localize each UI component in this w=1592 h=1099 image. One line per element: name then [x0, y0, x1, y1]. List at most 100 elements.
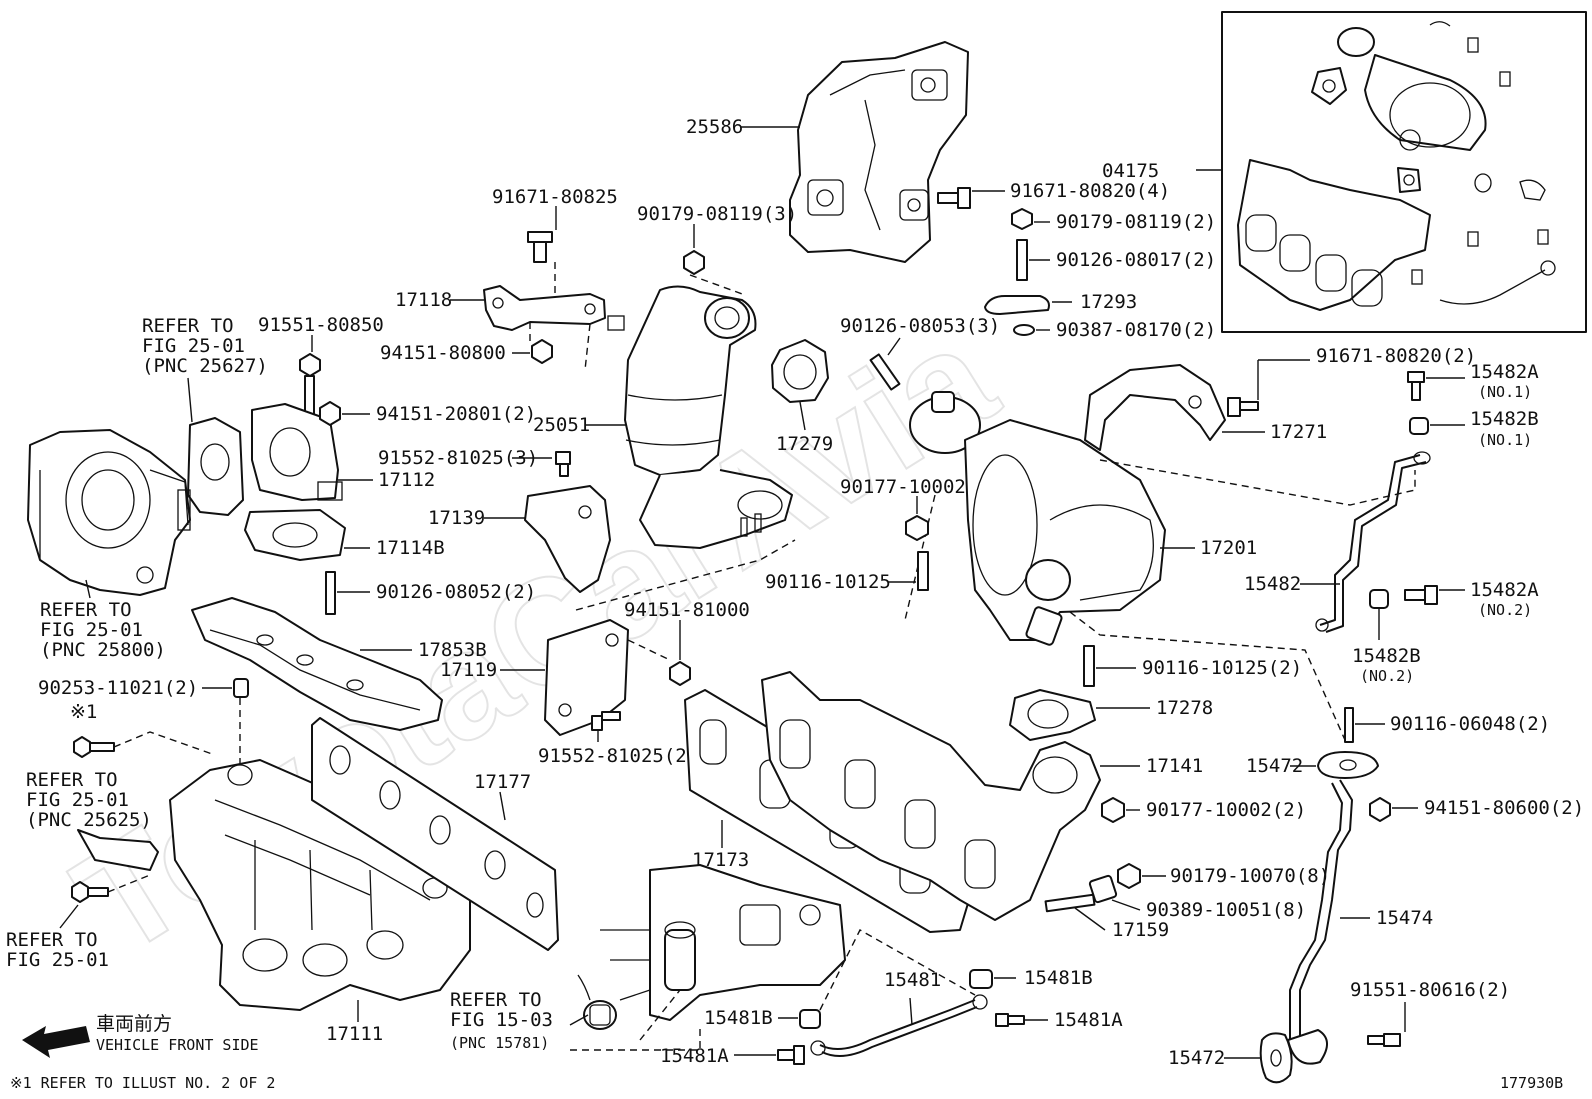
spacer-90389-10051-8 [1088, 874, 1118, 904]
gasket-15472-bottom [1259, 1032, 1293, 1084]
label-90126-08052-2: 90126-08052(2) [376, 581, 536, 603]
pipe-15474 [1287, 779, 1353, 1065]
label-04175: 04175 [1102, 160, 1159, 182]
refer-note-2501: REFER TO FIG 25-01 [6, 929, 109, 971]
label-17139: 17139 [428, 507, 485, 529]
label-25586: 25586 [686, 116, 743, 138]
part-17141-exhaust-manifold [761, 671, 1101, 921]
label-91551-80616-2: 91551-80616(2) [1350, 979, 1510, 1001]
bolt-91671-80820-4 [937, 187, 971, 209]
svg-text:(PNC 15781): (PNC 15781) [450, 1034, 549, 1052]
label-90116-06048-2: 90116-06048(2) [1390, 713, 1550, 735]
label-17853b: 17853B [418, 639, 487, 661]
label-15472-bottom: 15472 [1168, 1047, 1225, 1069]
label-17141: 17141 [1146, 755, 1203, 777]
pipe-15482 [1315, 451, 1431, 633]
nut-90179-08119-3 [683, 250, 705, 275]
label-17114b: 17114B [376, 537, 445, 559]
svg-text:REFER TO: REFER TO [26, 769, 118, 791]
label-17278: 17278 [1156, 697, 1213, 719]
svg-text:FIG 25-01: FIG 25-01 [40, 619, 143, 641]
gasket-15472-top [1317, 751, 1379, 779]
clip-15481b-right [969, 969, 993, 989]
vehicle-front-en: VEHICLE FRONT SIDE [96, 1036, 259, 1054]
bolt-star1 [73, 736, 115, 758]
svg-text:REFER TO: REFER TO [142, 315, 234, 337]
label-91671-80820-4: 91671-80820(4) [1010, 180, 1170, 202]
refer-note-25627: REFER TO FIG 25-01 (PNC 25627) [142, 315, 268, 377]
svg-text:FIG 25-01: FIG 25-01 [6, 949, 109, 971]
label-15472-top: 15472 [1246, 755, 1303, 777]
bolt-15482a-no1 [1407, 371, 1425, 401]
bolt-91552-81025-3 [555, 451, 571, 477]
label-90179-10070-8: 90179-10070(8) [1170, 865, 1330, 887]
gasket-17279 [771, 339, 829, 403]
label-90177-10002: 90177-10002 [840, 476, 966, 498]
svg-text:REFER TO: REFER TO [6, 929, 98, 951]
label-25051: 25051 [533, 414, 590, 436]
svg-text:FIG 25-01: FIG 25-01 [142, 335, 245, 357]
label-94151-20801-2: 94151-20801(2) [376, 403, 536, 425]
label-17159: 17159 [1112, 919, 1169, 941]
label-15482b-no2-qualifier: (NO.2) [1360, 667, 1414, 685]
label-17173: 17173 [692, 849, 749, 871]
label-94151-80600-2: 94151-80600(2) [1424, 797, 1584, 819]
label-90126-08053-3: 90126-08053(3) [840, 315, 1000, 337]
label-90389-10051-8: 90389-10051(8) [1146, 899, 1306, 921]
washer-90387-08170-2 [1013, 324, 1035, 336]
bolt-91551-80850 [299, 353, 321, 415]
bracket-25625 [77, 829, 159, 871]
label-17279: 17279 [776, 433, 833, 455]
pin-90253-11021-2 [233, 678, 249, 698]
label-17118: 17118 [395, 289, 452, 311]
refer-note-25625: REFER TO FIG 25-01 (PNC 25625) [26, 769, 152, 831]
star-note-1: ※1 [70, 701, 97, 723]
bolt-91552-81025-2 [591, 711, 621, 731]
svg-text:(PNC 25800): (PNC 25800) [40, 639, 166, 661]
gasket-17278 [1009, 689, 1096, 741]
nut-90177-10002 [905, 515, 929, 541]
label-91551-80850: 91551-80850 [258, 314, 384, 336]
label-91552-81025-3: 91552-81025(3) [378, 447, 538, 469]
label-90126-08017-2: 90126-08017(2) [1056, 249, 1216, 271]
svg-text:FIG 15-03: FIG 15-03 [450, 1009, 553, 1031]
label-15481a-left: 15481A [660, 1045, 729, 1067]
label-15481: 15481 [884, 969, 941, 991]
nut-94151-80800 [531, 339, 553, 364]
inset-turbo-kit [1221, 11, 1587, 333]
label-17293: 17293 [1080, 291, 1137, 313]
vehicle-front-jp: 車両前方 [96, 1013, 172, 1035]
part-25051-converter [607, 285, 793, 549]
bolt-91671-80825 [527, 231, 553, 263]
stud-90126-08052-2 [325, 571, 336, 615]
label-15482a-no1: 15482A [1470, 361, 1539, 383]
bracket-17118 [483, 285, 606, 331]
stud-17159 [1044, 893, 1096, 913]
bolt-91671-80820-2 [1227, 397, 1259, 417]
part-17853b-insulator [191, 597, 443, 731]
svg-text:(PNC 25627): (PNC 25627) [142, 355, 268, 377]
gasket-15482b-no1 [1409, 417, 1429, 435]
svg-text:(PNC 25625): (PNC 25625) [26, 809, 152, 831]
label-15482a-no2: 15482A [1470, 579, 1539, 601]
bolt-15481a-right [995, 1013, 1025, 1027]
gasket-17177 [311, 717, 559, 951]
label-15481a-right: 15481A [1054, 1009, 1123, 1031]
nut-94151-81000 [669, 661, 691, 686]
label-17177: 17177 [474, 771, 531, 793]
label-17271: 17271 [1270, 421, 1327, 443]
label-15474: 15474 [1376, 907, 1433, 929]
engine-block-fragment [600, 864, 846, 1021]
label-15482b-no1: 15482B [1470, 408, 1539, 430]
label-17201: 17201 [1200, 537, 1257, 559]
label-90387-08170-2: 90387-08170(2) [1056, 319, 1216, 341]
label-90253-11021-2: 90253-11021(2) [38, 677, 198, 699]
nut-90177-10002-2 [1101, 797, 1125, 823]
label-94151-81000: 94151-81000 [624, 599, 750, 621]
nut-94151-20801-2 [319, 401, 341, 426]
svg-text:REFER TO: REFER TO [40, 599, 132, 621]
part-17112-spacer [251, 403, 343, 501]
refer-note-25800: REFER TO FIG 25-01 (PNC 25800) [40, 599, 166, 661]
nut-90179-10070-8 [1117, 863, 1141, 889]
